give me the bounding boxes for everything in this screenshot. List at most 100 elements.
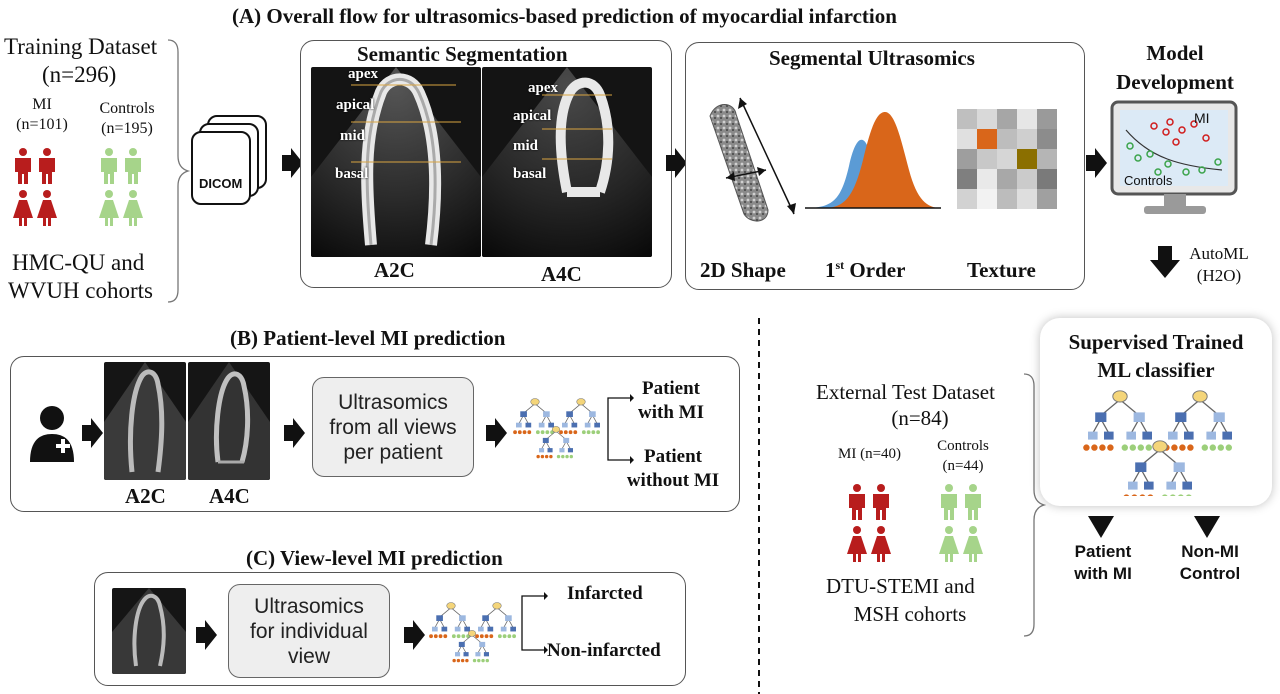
a2c-region-basal: basal: [335, 166, 369, 182]
classifier-title-2: ML classifier: [1097, 358, 1215, 382]
arrow-down-icon: [1088, 516, 1114, 538]
a4c-ultrasound-image: [482, 67, 652, 257]
external-cohorts-1: DTU-STEMI and: [826, 574, 975, 598]
male-person-icon: [125, 148, 141, 184]
patient-a4c-image: [188, 362, 270, 480]
male-person-icon: [941, 484, 957, 520]
view-ultrasound-image: [112, 588, 186, 674]
view-level-title: (C) View-level MI prediction: [246, 546, 503, 570]
male-person-icon: [101, 148, 117, 184]
male-person-icon: [873, 484, 889, 520]
arrow-down-icon: [1194, 516, 1220, 538]
external-controls-count: (n=44): [942, 458, 984, 474]
view-forest-icon: [428, 600, 524, 664]
a4c-region-apical: apical: [513, 108, 552, 124]
training-cohorts-2: WVUH cohorts: [8, 278, 153, 303]
a4c-region-basal: basal: [513, 166, 547, 182]
a4c-region-mid: mid: [513, 138, 539, 154]
arrow-right-icon: [404, 620, 425, 650]
arrow-right-icon: [486, 418, 507, 448]
arrow-right-icon: [196, 620, 217, 650]
patient-out2-1: Patient: [643, 446, 703, 467]
figure-title: (A) Overall flow for ultrasomics-based p…: [232, 4, 897, 28]
segmentation-title: Semantic Segmentation: [357, 42, 568, 66]
male-person-icon: [849, 484, 865, 520]
first-order-curves: [805, 112, 941, 209]
classifier-out2-2: Control: [1179, 564, 1241, 583]
arrow-down-icon: [1150, 246, 1180, 278]
a2c-label: A2C: [374, 258, 415, 282]
patient-output-branch: [607, 394, 634, 464]
shape-2d-illustration: [709, 97, 796, 222]
arrow-right-icon: [1086, 148, 1107, 178]
female-person-icon: [847, 526, 867, 562]
arrow-right-icon: [666, 148, 687, 178]
classifier-title-1: Supervised Trained: [1068, 330, 1244, 354]
female-person-icon: [871, 526, 891, 562]
automl-tool: (H2O): [1196, 266, 1242, 285]
external-brace: [1023, 373, 1047, 637]
external-mi-label: MI (n=40): [838, 446, 902, 462]
patient-forest-icon: [512, 396, 608, 460]
section-divider: [758, 318, 760, 694]
classifier-panel: [1040, 318, 1272, 506]
dicom-stack: [191, 115, 267, 205]
view-out1: Infarcted: [567, 583, 643, 604]
male-person-icon: [39, 148, 55, 184]
patient-icon: [30, 406, 74, 462]
training-mi-count: (n=101): [16, 116, 68, 133]
model-controls-label: Controls: [1124, 173, 1173, 188]
view-output-branch: [521, 592, 548, 654]
shape-label: 2D Shape: [700, 258, 786, 282]
automl-label: AutoML: [1189, 244, 1249, 263]
external-controls-label: Controls: [937, 438, 989, 454]
model-title-2: Development: [1116, 70, 1234, 94]
external-people-icons: [847, 484, 983, 562]
classifier-out1-1: Patient: [1074, 542, 1132, 561]
arrow-right-icon: [282, 148, 303, 178]
external-title: External Test Dataset: [816, 380, 995, 404]
texture-label: Texture: [967, 258, 1036, 282]
patient-out1-1: Patient: [641, 378, 701, 399]
training-count: (n=296): [42, 62, 117, 87]
texture-grid: [957, 109, 1057, 209]
external-cohorts-2: MSH cohorts: [853, 602, 967, 626]
training-controls-count: (n=195): [101, 120, 153, 137]
arrow-right-icon: [284, 418, 305, 448]
classifier-forest-icon: [1082, 388, 1242, 496]
a4c-region-apex: apex: [528, 80, 558, 96]
model-mi-label: MI: [1194, 110, 1210, 126]
patient-out2-2: without MI: [626, 470, 720, 491]
training-people-icons: [13, 148, 143, 226]
training-brace: [167, 39, 191, 303]
male-person-icon: [965, 484, 981, 520]
training-cohorts-1: HMC-QU and: [12, 250, 145, 275]
female-person-icon: [939, 526, 959, 562]
first-order-label: 1st Order: [825, 258, 906, 282]
female-person-icon: [123, 190, 143, 226]
a2c-ultrasound-image: [311, 67, 481, 257]
external-count: (n=84): [891, 406, 949, 430]
training-controls-label: Controls: [99, 100, 155, 117]
patient-out1-2: with MI: [638, 402, 704, 423]
training-title: Training Dataset: [4, 34, 158, 59]
a2c-region-apical: apical: [336, 97, 375, 113]
female-person-icon: [13, 190, 33, 226]
view-level-panel: [94, 572, 686, 686]
training-mi-label: MI: [32, 96, 52, 113]
male-person-icon: [15, 148, 31, 184]
female-person-icon: [37, 190, 57, 226]
patient-a4c-label: A4C: [209, 484, 250, 508]
classifier-out2-1: Non-MI: [1181, 542, 1239, 561]
patient-a2c-label: A2C: [125, 484, 166, 508]
a4c-label: A4C: [541, 262, 582, 286]
patient-a2c-image: [104, 362, 186, 480]
a2c-region-mid: mid: [340, 128, 366, 144]
monitor-icon: [1110, 100, 1238, 214]
female-person-icon: [99, 190, 119, 226]
dicom-label: DICOM: [199, 176, 243, 191]
arrow-right-icon: [82, 418, 103, 448]
a2c-region-apex: apex: [348, 66, 378, 82]
